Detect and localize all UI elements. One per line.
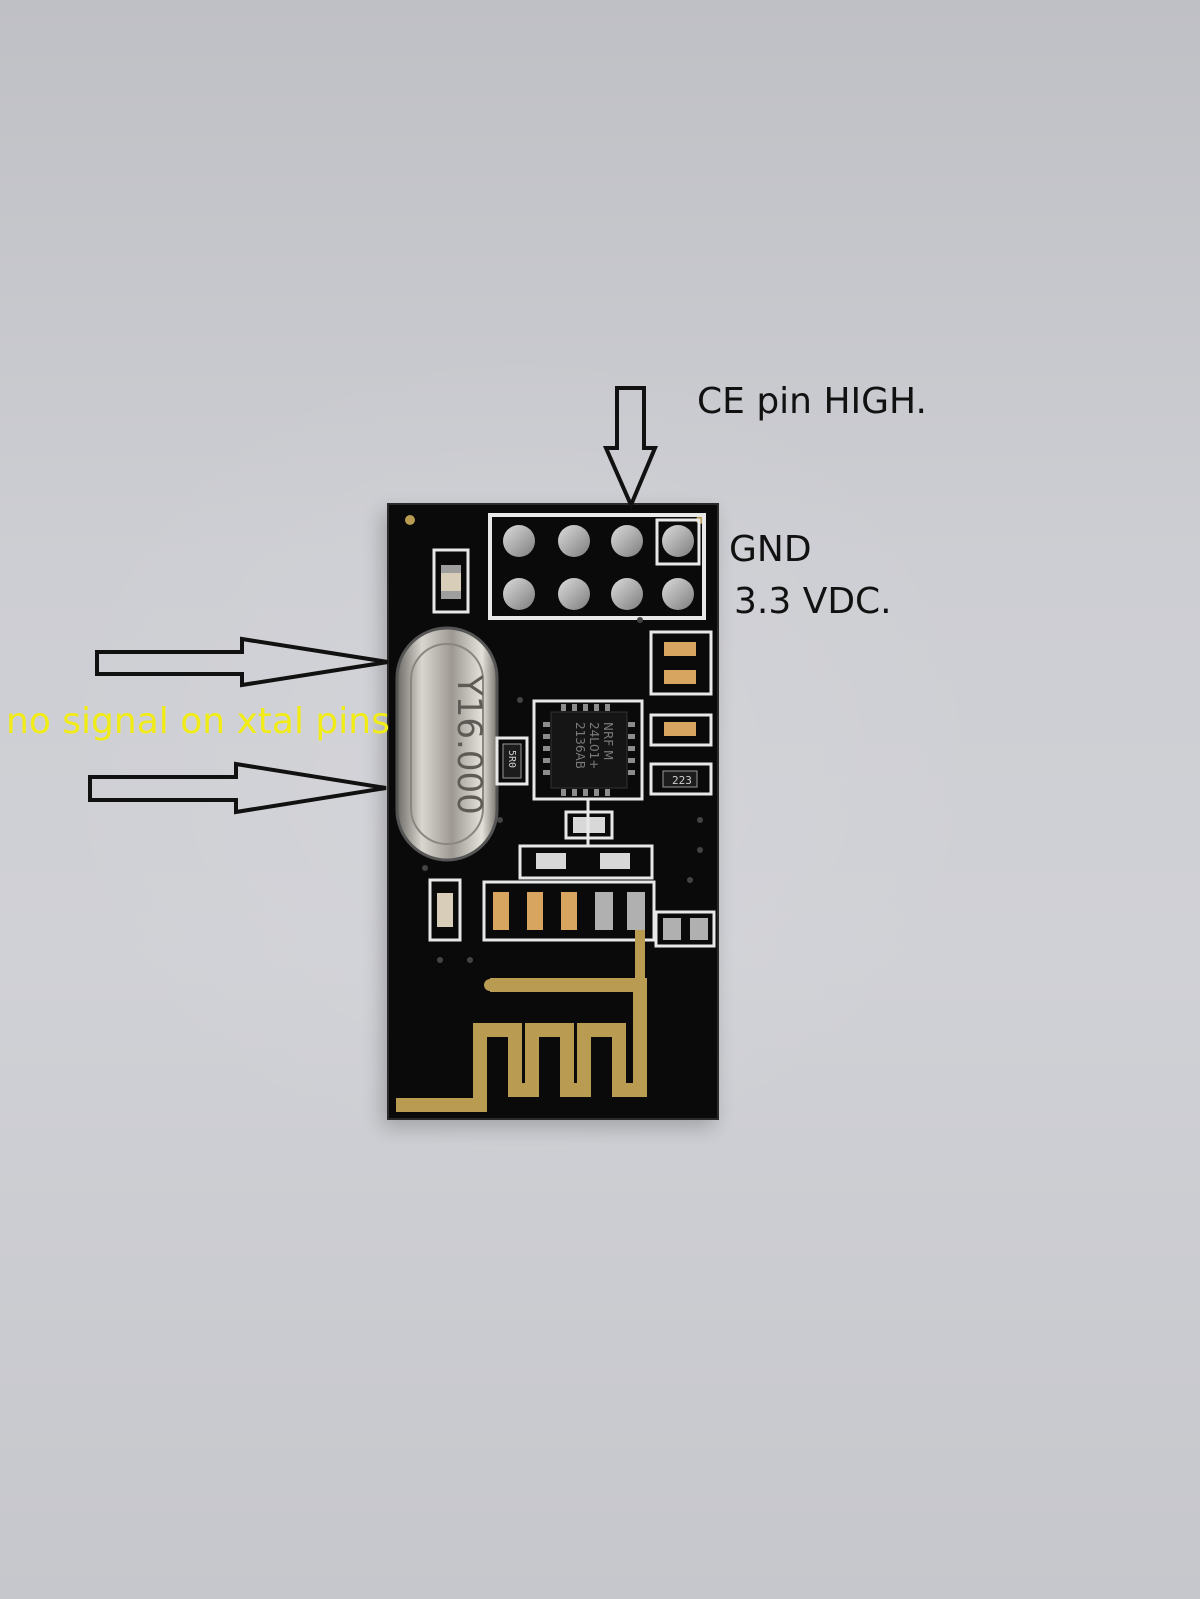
header-pin: [558, 578, 590, 610]
antenna-end-pad: [484, 979, 496, 991]
smd-group-outline: [649, 630, 713, 696]
smd-cap-end: [441, 565, 461, 573]
smd-pad: [690, 918, 708, 940]
smd-cap-end: [441, 591, 461, 599]
header-pin: [662, 525, 694, 557]
header-pins: [503, 525, 694, 610]
smd-capacitor: [600, 853, 630, 869]
smd-capacitor: [527, 892, 543, 930]
header-outline: [488, 513, 706, 620]
smd-capacitor: [664, 670, 696, 684]
smd-outline: [649, 762, 713, 796]
header-pin: [503, 578, 535, 610]
ce-arrow: [602, 386, 659, 511]
smd-pad: [663, 918, 681, 940]
smd-capacitor: [664, 722, 696, 736]
vdc-label: 3.3 VDC.: [734, 581, 892, 622]
crystal-inner: [410, 643, 484, 845]
smd-resistor: [662, 770, 698, 788]
corner-pad: [405, 515, 415, 525]
nrf24l01-chip: [550, 711, 628, 789]
inductor-marking: 5R0: [506, 750, 517, 768]
pcb-edge: [387, 503, 719, 1120]
xtal-label: no signal on xtal pins: [6, 701, 390, 742]
chip-marking-line2: 24L01+: [587, 722, 601, 769]
chip-pads: [543, 704, 635, 796]
smd-pad: [595, 892, 613, 930]
smd-outline: [428, 878, 462, 942]
header-pin: [611, 578, 643, 610]
smd-outline: [654, 910, 716, 948]
header-pin: [503, 525, 535, 557]
smd-capacitor: [664, 642, 696, 656]
pin1-outline: [655, 518, 701, 566]
smd-capacitor: [493, 892, 509, 930]
antenna-trace: [396, 978, 647, 1112]
gnd-label: GND: [729, 529, 812, 570]
xtal-arrow-lower: [88, 761, 387, 815]
header-pin: [611, 525, 643, 557]
xtal-arrow-upper: [95, 636, 389, 688]
smd-pad: [627, 892, 645, 930]
smd-group-outline: [482, 880, 656, 942]
smd-capacitor: [536, 853, 566, 869]
smd-outline: [432, 548, 470, 614]
smd-outline: [649, 713, 713, 747]
header-pin: [662, 578, 694, 610]
smd-outline: [495, 736, 529, 786]
vias: [422, 617, 703, 963]
header-pin: [558, 525, 590, 557]
smd-capacitor: [437, 893, 453, 927]
smd-group-outline: [518, 844, 654, 880]
ce-pin-label: CE pin HIGH.: [697, 381, 927, 422]
chip-marking-line3: 2136AB: [573, 722, 587, 769]
smd-capacitor: [441, 565, 461, 599]
chip-marking-line1: NRF M: [601, 722, 615, 760]
smd-inductor: [502, 743, 522, 779]
smd-capacitor: [561, 892, 577, 930]
crystal-marking: Y16.000: [449, 674, 489, 815]
resistor-marking: 223: [672, 774, 692, 787]
